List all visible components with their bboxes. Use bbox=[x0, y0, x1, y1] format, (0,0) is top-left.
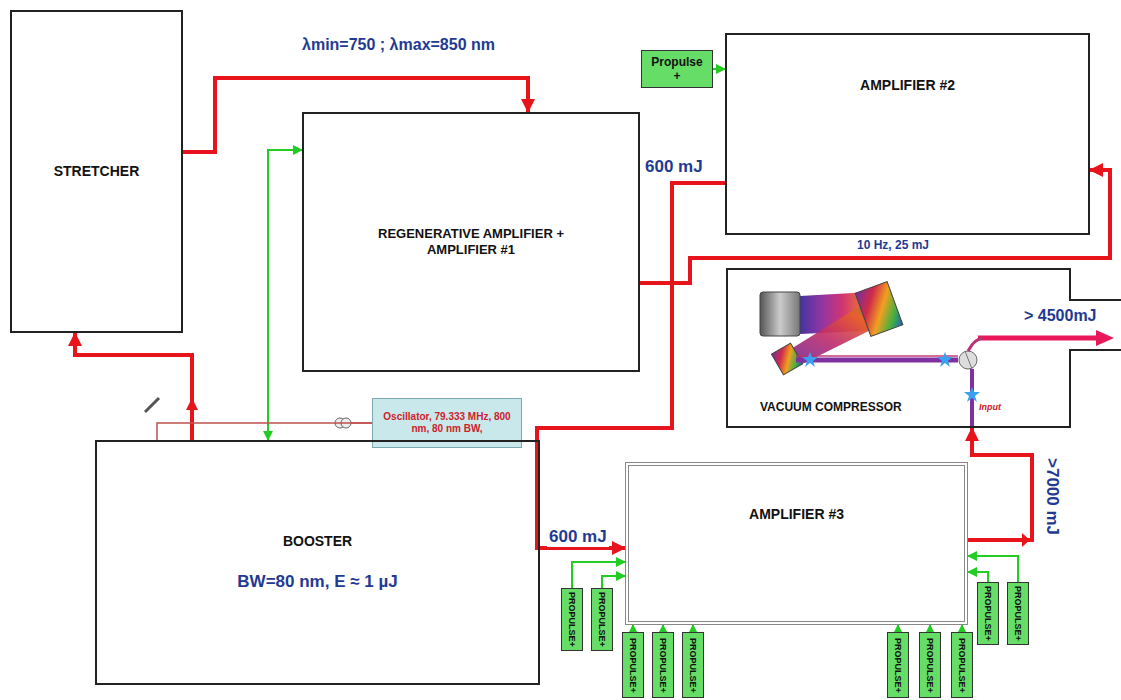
beam-connector bbox=[268, 150, 302, 440]
pump-laser-box: PROPULSE+ bbox=[887, 632, 909, 698]
edge-label: >7000 mJ bbox=[1040, 458, 1064, 535]
node-title: PROPULSE+ bbox=[628, 638, 639, 693]
amplifier-box: AMPLIFIER #2 bbox=[725, 33, 1090, 235]
edge-label: λmin=750 ; λmax=850 nm bbox=[300, 36, 497, 54]
beam-connector bbox=[537, 183, 725, 548]
annotation-label: 600 mJ bbox=[547, 527, 609, 547]
beam-optics bbox=[145, 398, 372, 440]
beam-connector bbox=[640, 170, 1110, 283]
beam-connector bbox=[897, 625, 899, 632]
annotation-label: > 4500mJ bbox=[1022, 307, 1099, 325]
beam-connector bbox=[183, 78, 528, 152]
pump-laser-box: PROPULSE+ bbox=[622, 632, 644, 698]
node-title: PROPULSE+ bbox=[567, 592, 578, 647]
beam-connector bbox=[157, 423, 372, 440]
node-title: Propulse + bbox=[647, 55, 707, 84]
node-title: AMPLIFIER #2 bbox=[860, 77, 955, 94]
beam-connector bbox=[692, 625, 694, 632]
node-title: BOOSTER bbox=[283, 533, 352, 550]
node-note: BW=80 nm, E ≈ 1 µJ bbox=[237, 572, 397, 592]
node-title: PROPULSE+ bbox=[893, 638, 904, 693]
beam-connector bbox=[961, 625, 963, 632]
beam-connector bbox=[572, 562, 625, 588]
beam-connector bbox=[968, 428, 1032, 540]
pump-laser-box: PROPULSE+ bbox=[561, 588, 583, 651]
amplifier-box: AMPLIFIER #3 bbox=[625, 462, 968, 625]
edge-label: 10 Hz, 25 mJ bbox=[855, 238, 931, 252]
pump-laser-box: PROPULSE+ bbox=[977, 582, 999, 645]
compressor-housing bbox=[1070, 268, 1121, 428]
node-title: AMPLIFIER #3 bbox=[749, 506, 844, 523]
pump-laser-box: PROPULSE+ bbox=[951, 632, 973, 698]
annotation-label: Input bbox=[977, 402, 1003, 412]
beam-connector bbox=[929, 625, 931, 632]
node-title: STRETCHER bbox=[54, 163, 140, 180]
pump-laser-box: Propulse + bbox=[641, 50, 713, 88]
edge-label: 600 mJ bbox=[643, 157, 705, 177]
beam-connector bbox=[75, 333, 192, 440]
star-marker bbox=[802, 352, 980, 402]
pump-laser-box: PROPULSE+ bbox=[682, 632, 704, 698]
compressor-box: VACUUM COMPRESSOR bbox=[726, 268, 1070, 428]
pump-laser-box: PROPULSE+ bbox=[591, 588, 613, 651]
compressor-optics bbox=[760, 282, 1114, 428]
beam-connector bbox=[968, 556, 1018, 582]
beam-connector bbox=[968, 572, 988, 582]
pump-laser-box: PROPULSE+ bbox=[1007, 582, 1029, 645]
node-title: PROPULSE+ bbox=[957, 638, 968, 693]
node-title: PROPULSE+ bbox=[658, 638, 669, 693]
stretcher-box: STRETCHER bbox=[10, 10, 183, 333]
node-title: PROPULSE+ bbox=[688, 638, 699, 693]
beam-connector bbox=[662, 625, 664, 632]
amplifier-box: REGENERATIVE AMPLIFIER + AMPLIFIER #1 bbox=[302, 112, 640, 372]
node-title: PROPULSE+ bbox=[925, 638, 936, 693]
pump-laser-box: PROPULSE+ bbox=[652, 632, 674, 698]
booster-box: BOOSTER BW=80 nm, E ≈ 1 µJ bbox=[95, 440, 540, 685]
pump-laser-box: PROPULSE+ bbox=[919, 632, 941, 698]
beam-connector bbox=[632, 625, 634, 632]
node-title: REGENERATIVE AMPLIFIER + AMPLIFIER #1 bbox=[366, 226, 576, 257]
node-title: PROPULSE+ bbox=[983, 586, 994, 641]
node-title: PROPULSE+ bbox=[1013, 586, 1024, 641]
node-title: Oscillator, 79.333 MHz, 800 nm, 80 nm BW… bbox=[377, 411, 517, 435]
node-title: VACUUM COMPRESSOR bbox=[760, 400, 902, 414]
beam-connector bbox=[602, 576, 625, 588]
beam-connector bbox=[713, 68, 725, 70]
node-title: PROPULSE+ bbox=[597, 592, 608, 647]
